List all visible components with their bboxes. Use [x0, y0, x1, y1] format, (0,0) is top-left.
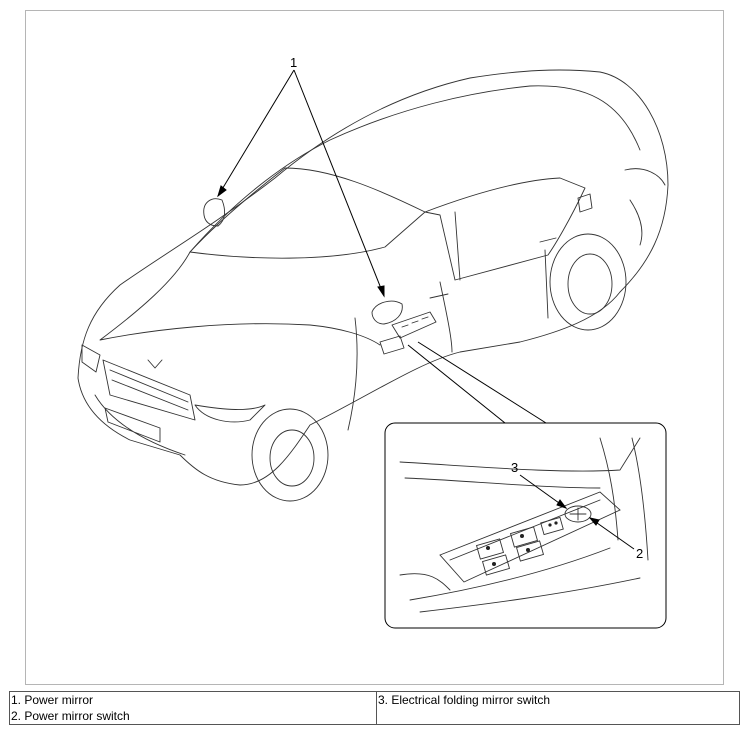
legend-item-1: 1. Power mirror [11, 693, 94, 707]
car-emblem [147, 359, 163, 369]
legend-table: 1. Power mirror 2. Power mirror switch 3… [9, 691, 740, 725]
car-bumper [94, 394, 186, 456]
diagram-frame [25, 10, 724, 685]
car-side-windows [424, 177, 586, 281]
door-switch-panel [379, 311, 437, 355]
car-front-wheel [251, 408, 329, 502]
car-rear-wheel [549, 233, 627, 331]
switch-detail-inset [384, 422, 667, 629]
car-doors [347, 249, 549, 431]
legend-item-2: 2. Power mirror switch [11, 709, 130, 723]
folding-switch [540, 516, 564, 536]
legend-right-cell: 3. Electrical folding mirror switch [376, 691, 740, 725]
window-switch-3 [509, 526, 539, 548]
legend-item-3: 3. Electrical folding mirror switch [378, 693, 551, 707]
window-switch-4 [515, 540, 545, 562]
legend-left-cell: 1. Power mirror 2. Power mirror switch [9, 691, 377, 725]
callout-3: 3 [511, 460, 518, 475]
car-windshield [189, 167, 426, 259]
car-hood [99, 251, 381, 346]
callout-2: 2 [636, 546, 643, 561]
car-roofline [189, 85, 641, 253]
callout-1: 1 [290, 55, 297, 70]
right-power-mirror [371, 300, 403, 325]
window-switch-2 [481, 554, 511, 576]
car-headlight [81, 344, 266, 423]
legend-row: 1. Power mirror 2. Power mirror switch 3… [9, 691, 740, 725]
car-mirror-location-diagram: 1 3 2 [77, 55, 669, 629]
mirror-switch-knob [564, 505, 592, 523]
car-grille [102, 359, 196, 421]
left-power-mirror [203, 198, 226, 227]
window-switch-1 [475, 538, 505, 560]
